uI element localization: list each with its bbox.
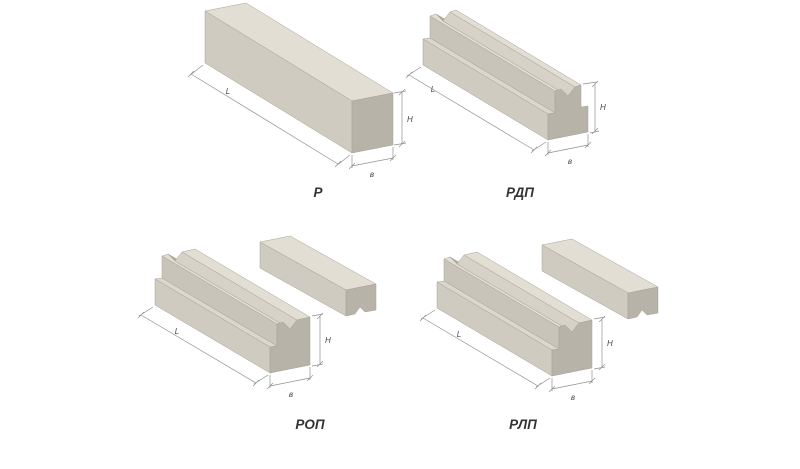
- dim-label-width: в: [370, 170, 374, 179]
- beam-end-face: [551, 319, 593, 377]
- dim-height-lines: [311, 312, 324, 368]
- companion-end-face: [627, 286, 659, 320]
- figure-rlp: L H в РЛП: [419, 238, 659, 432]
- dim-label-height: H: [407, 115, 413, 124]
- dim-height-lines: [593, 315, 606, 371]
- dim-label-width: в: [568, 157, 572, 166]
- dim-width-lines: [548, 370, 596, 393]
- dim-length-lines: [419, 309, 551, 390]
- beam-end-face: [351, 92, 394, 154]
- figure-p: L H в Р: [187, 2, 413, 200]
- dim-width-lines: [348, 147, 397, 170]
- figure-rdp: L H в РДП: [405, 9, 606, 200]
- dim-label-height: H: [607, 339, 613, 348]
- dim-width-lines: [544, 134, 592, 157]
- dim-label-height: H: [325, 336, 331, 345]
- figure-caption: Р: [313, 185, 323, 200]
- beam-end-face: [547, 84, 589, 141]
- dim-height-lines: [393, 88, 407, 148]
- dim-length-lines: [405, 66, 547, 154]
- beam-end-face: [269, 316, 311, 374]
- dim-label-width: в: [289, 390, 293, 399]
- figure-caption: РДП: [506, 185, 534, 200]
- dim-height-lines: [582, 80, 600, 135]
- dim-label-width: в: [571, 393, 575, 402]
- figure-caption: РОП: [295, 417, 325, 432]
- dim-label-length: L: [431, 85, 435, 94]
- dim-label-length: L: [457, 330, 461, 339]
- dim-label-length: L: [226, 87, 230, 96]
- dim-length-lines: [137, 306, 269, 387]
- companion-end-face: [345, 283, 377, 317]
- figure-rop: L H в РОП: [137, 235, 377, 432]
- dim-label-length: L: [175, 327, 179, 336]
- dim-length-lines: [187, 64, 351, 168]
- figure-caption: РЛП: [509, 417, 537, 432]
- dim-width-lines: [266, 367, 314, 390]
- dim-label-height: H: [600, 103, 606, 112]
